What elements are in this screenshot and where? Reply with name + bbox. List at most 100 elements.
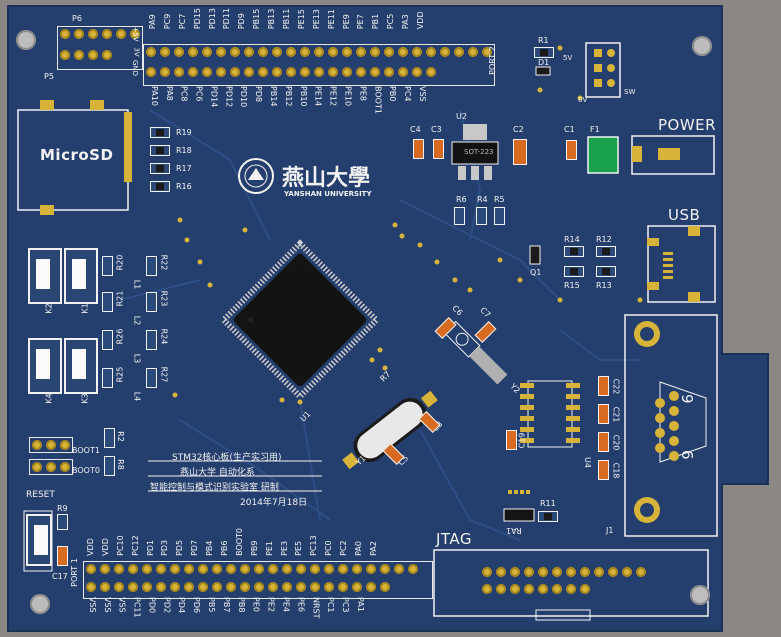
- header-pin: [370, 47, 380, 57]
- capacitor-c1: [566, 140, 577, 160]
- header-pin: [272, 67, 282, 77]
- label-r18: R18: [176, 146, 192, 155]
- label-c18: C18: [611, 462, 621, 479]
- boot0-jumper[interactable]: [29, 459, 73, 475]
- header-pin: [226, 564, 236, 574]
- header-pin: [482, 584, 492, 594]
- pin-label: PC2: [339, 540, 349, 556]
- label-d1: D1: [538, 58, 550, 67]
- pin-label: VDD: [100, 538, 110, 556]
- header-pin: [142, 564, 152, 574]
- header-pin: [310, 564, 320, 574]
- header-pin: [198, 564, 208, 574]
- pin-label: PC10: [115, 535, 125, 556]
- pin-label: PD8: [254, 86, 264, 103]
- pin-label: PE12: [328, 86, 338, 107]
- header-pin: [342, 47, 352, 57]
- mounting-hole-bl: [30, 594, 50, 614]
- pin-label: PE8: [358, 86, 368, 101]
- resistor-r24: [146, 330, 157, 350]
- pin-label: PB13: [267, 8, 277, 30]
- pin-label: PD11: [222, 8, 232, 30]
- pin-label: PD6: [192, 597, 202, 614]
- mounting-hole-tr: [692, 36, 712, 56]
- button-k3[interactable]: [64, 338, 98, 394]
- label-l4: L4: [132, 391, 142, 402]
- capacitor-c19: [506, 430, 517, 450]
- pin-label: PD9: [237, 13, 247, 30]
- label-ra1: RA1: [506, 526, 522, 535]
- button-k2[interactable]: [28, 248, 62, 304]
- header-pin: [384, 47, 394, 57]
- header-pin: [324, 564, 334, 574]
- label-r8: R8: [115, 459, 125, 470]
- header-pin: [412, 47, 422, 57]
- resistor-r1: [534, 47, 554, 58]
- label-r2: R2: [115, 431, 125, 442]
- label-date: 2014年7月18日: [240, 498, 308, 508]
- label-c2: C2: [513, 125, 524, 134]
- label-r13: R13: [596, 281, 612, 290]
- header-pin: [426, 67, 436, 77]
- resistor-r9: [57, 514, 68, 530]
- label-0v-sw: 0V: [578, 96, 588, 104]
- pin-label: PD5: [175, 539, 185, 556]
- pin-label: PB9: [249, 540, 259, 556]
- pin-label: PC4: [403, 86, 413, 102]
- label-u4: U4: [582, 457, 592, 468]
- header-pin: [212, 582, 222, 592]
- header-pin: [174, 67, 184, 77]
- button-k1[interactable]: [64, 248, 98, 304]
- header-pin: [510, 567, 520, 577]
- label-r24: R24: [159, 328, 169, 345]
- header-pin: [370, 67, 380, 77]
- port2-header: [143, 44, 495, 86]
- header-pin: [394, 564, 404, 574]
- pin-label: PA8: [164, 86, 174, 101]
- pin-label: PB5: [207, 597, 217, 613]
- header-pin: [608, 567, 618, 577]
- pin-label: PE5: [294, 540, 304, 556]
- label-title-2: 燕山大学 自动化系: [180, 468, 255, 478]
- pin-label: PD12: [224, 86, 234, 108]
- resistor-r20: [102, 256, 113, 276]
- resistor-r14: [564, 246, 584, 257]
- header-pin: [296, 582, 306, 592]
- pin-label: PD4: [177, 597, 187, 614]
- header-pin: [352, 564, 362, 574]
- boot1-jumper[interactable]: [29, 437, 73, 453]
- label-db9-6: 6: [678, 449, 697, 461]
- header-pin: [272, 47, 282, 57]
- header-pin: [268, 582, 278, 592]
- header-pin: [282, 564, 292, 574]
- pin-label: PE9: [341, 14, 351, 30]
- header-pin: [552, 584, 562, 594]
- label-r22: R22: [159, 254, 169, 271]
- header-pin: [296, 564, 306, 574]
- header-pin: [468, 47, 478, 57]
- label-u2: U2: [456, 112, 467, 121]
- resistor-r2: [104, 428, 115, 448]
- header-pin: [538, 567, 548, 577]
- pin-label: PB15: [252, 8, 262, 30]
- label-r25: R25: [115, 366, 125, 383]
- pin-label: PA0: [354, 541, 364, 556]
- jtag-header[interactable]: [480, 565, 660, 599]
- pin-label: PA9: [148, 14, 157, 30]
- label-r27: R27: [159, 366, 169, 383]
- button-k4[interactable]: [28, 338, 62, 394]
- pin-label: PE6: [296, 597, 306, 612]
- label-univ-cn: 燕山大學: [282, 165, 371, 191]
- label-r21: R21: [115, 290, 125, 307]
- pin-label: PD15: [192, 8, 202, 30]
- header-pin: [258, 67, 268, 77]
- label-r15: R15: [564, 281, 580, 290]
- label-jtag: JTAG: [436, 530, 473, 548]
- header-pin: [356, 67, 366, 77]
- label-k2: K2: [44, 303, 54, 314]
- header-pin: [580, 584, 590, 594]
- header-pin: [240, 564, 250, 574]
- pin-label: PD14: [209, 86, 219, 108]
- capacitor-c21: [598, 404, 609, 424]
- button-reset[interactable]: [26, 514, 52, 566]
